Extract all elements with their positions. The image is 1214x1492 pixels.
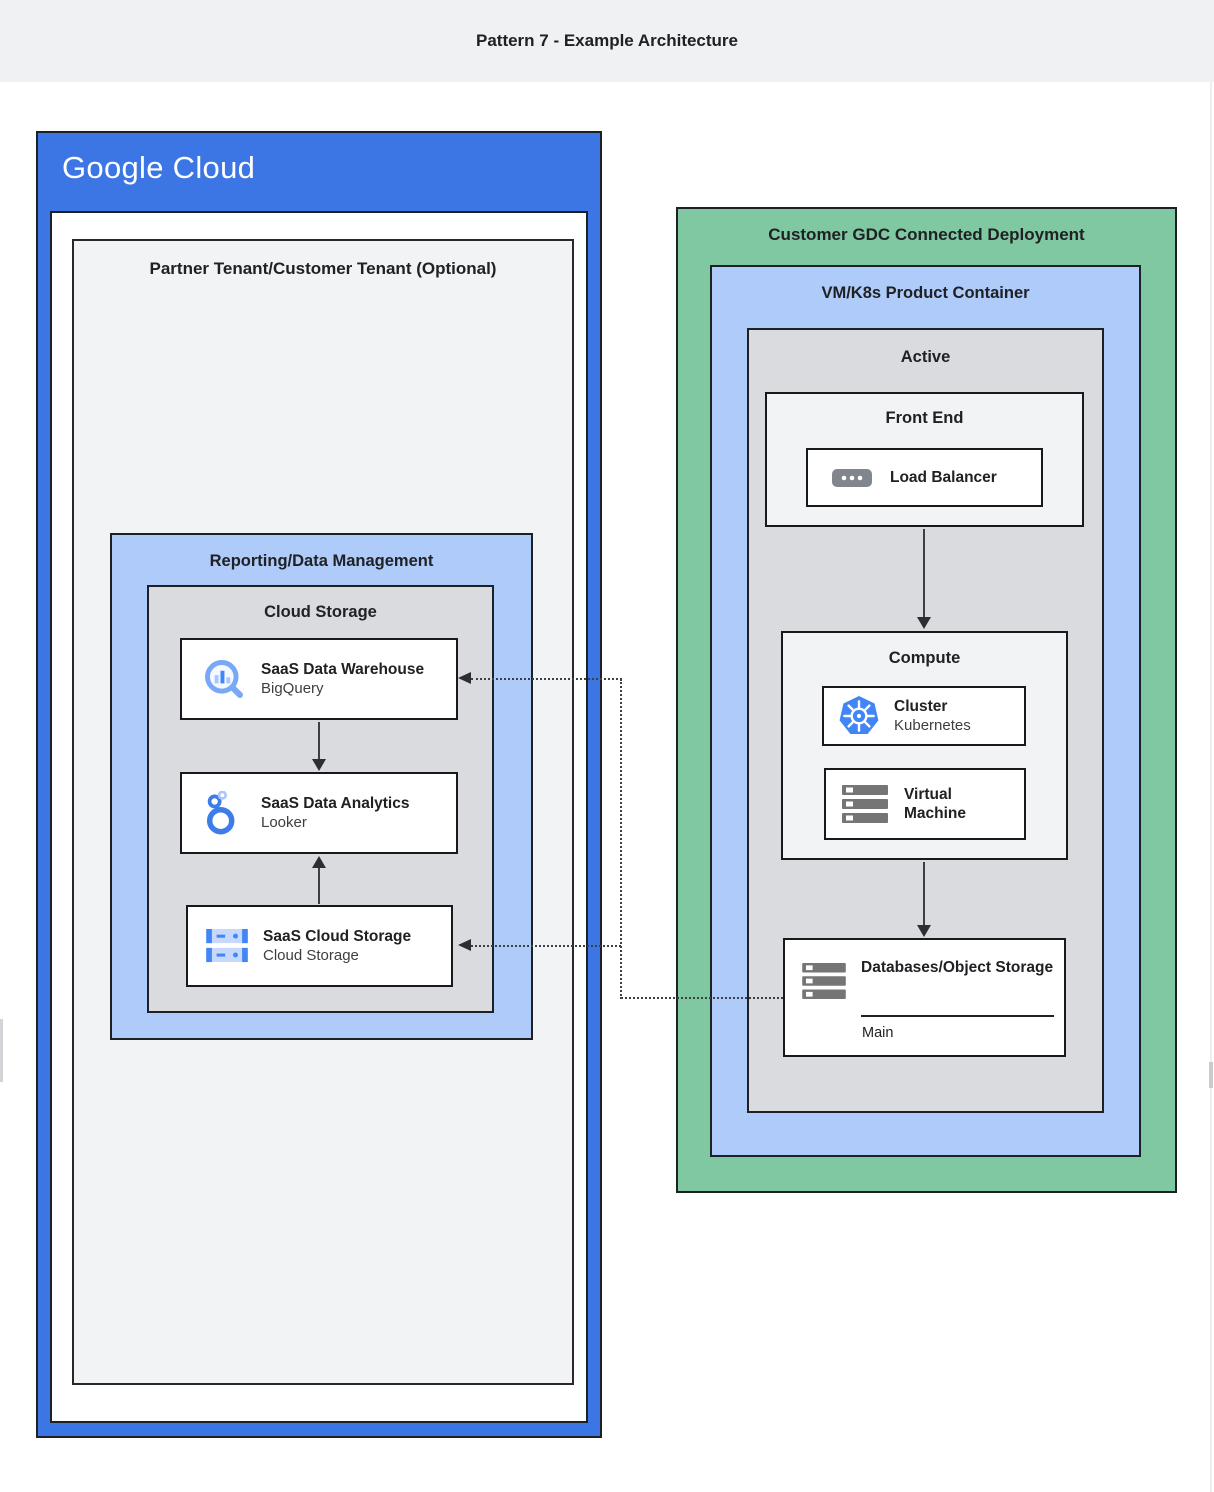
scrollbar-thumb[interactable] [1209, 1062, 1213, 1088]
analytics-subtitle: Looker [261, 813, 307, 831]
saas-data-analytics-card: SaaS Data Analytics Looker [180, 772, 458, 854]
virtual-machine-title: Virtual Machine [904, 785, 967, 822]
saas-storage-title: SaaS Cloud Storage [263, 927, 412, 945]
header-bar: Pattern 7 - Example Architecture [0, 0, 1214, 82]
saas-storage-subtitle: Cloud Storage [263, 946, 359, 964]
databases-title: Databases/Object Storage [861, 959, 1054, 976]
virtual-machine-card: Virtual Machine [824, 768, 1026, 840]
arrowhead-left-icon [458, 672, 471, 684]
compute-title: Compute [888, 649, 961, 667]
active-title: Active [900, 348, 951, 366]
databases-icon [802, 963, 846, 999]
cloud-storage-icon [206, 929, 248, 963]
cluster-card: Cluster Kubernetes [822, 686, 1026, 746]
bigquery-icon [205, 660, 243, 698]
arrowhead-down-icon [917, 617, 931, 629]
load-balancer-icon [832, 468, 872, 487]
arrowhead-up-icon [312, 856, 326, 868]
looker-icon [206, 791, 235, 835]
reporting-title: Reporting/Data Management [209, 552, 434, 570]
scrollbar-track[interactable] [1210, 82, 1212, 1492]
arrow-warehouse-to-analytics [318, 722, 320, 760]
databases-main-label: Main [862, 1025, 894, 1041]
dotted-link-to-saas-storage [471, 945, 621, 947]
vm-k8s-title: VM/K8s Product Container [821, 284, 1030, 302]
warehouse-subtitle: BigQuery [261, 679, 324, 697]
cloud-storage-group-title: Cloud Storage [264, 603, 377, 621]
load-balancer-title: Load Balancer [890, 468, 997, 486]
saas-data-warehouse-card: SaaS Data Warehouse BigQuery [180, 638, 458, 720]
arrow-compute-to-databases [923, 862, 925, 926]
arrow-storage-to-analytics [318, 868, 320, 904]
kubernetes-icon [839, 696, 879, 734]
analytics-title: SaaS Data Analytics [261, 794, 410, 812]
gdc-title: Customer GDC Connected Deployment [768, 225, 1085, 244]
arrowhead-down-icon [312, 759, 326, 771]
cluster-subtitle: Kubernetes [894, 716, 971, 734]
warehouse-title: SaaS Data Warehouse [261, 660, 425, 678]
cluster-title: Cluster [894, 697, 948, 715]
databases-divider [861, 1015, 1054, 1017]
databases-object-storage-card: Databases/Object Storage Main [783, 938, 1066, 1057]
arrow-frontend-to-compute [923, 529, 925, 618]
left-edge-mark [0, 1019, 3, 1082]
virtual-machine-icon [842, 785, 888, 823]
partner-tenant-title: Partner Tenant/Customer Tenant (Optional… [149, 259, 497, 278]
arrowhead-left-icon [458, 939, 471, 951]
load-balancer-card: Load Balancer [806, 448, 1043, 507]
front-end-title: Front End [885, 409, 964, 427]
arrowhead-down-icon [917, 925, 931, 937]
google-cloud-logo: Google Cloud [62, 150, 256, 185]
dotted-link-vertical [620, 679, 622, 999]
dotted-link-from-databases [621, 997, 783, 999]
diagram-title: Pattern 7 - Example Architecture [475, 31, 738, 50]
dotted-link-to-warehouse [471, 678, 622, 680]
saas-cloud-storage-card: SaaS Cloud Storage Cloud Storage [186, 905, 453, 987]
